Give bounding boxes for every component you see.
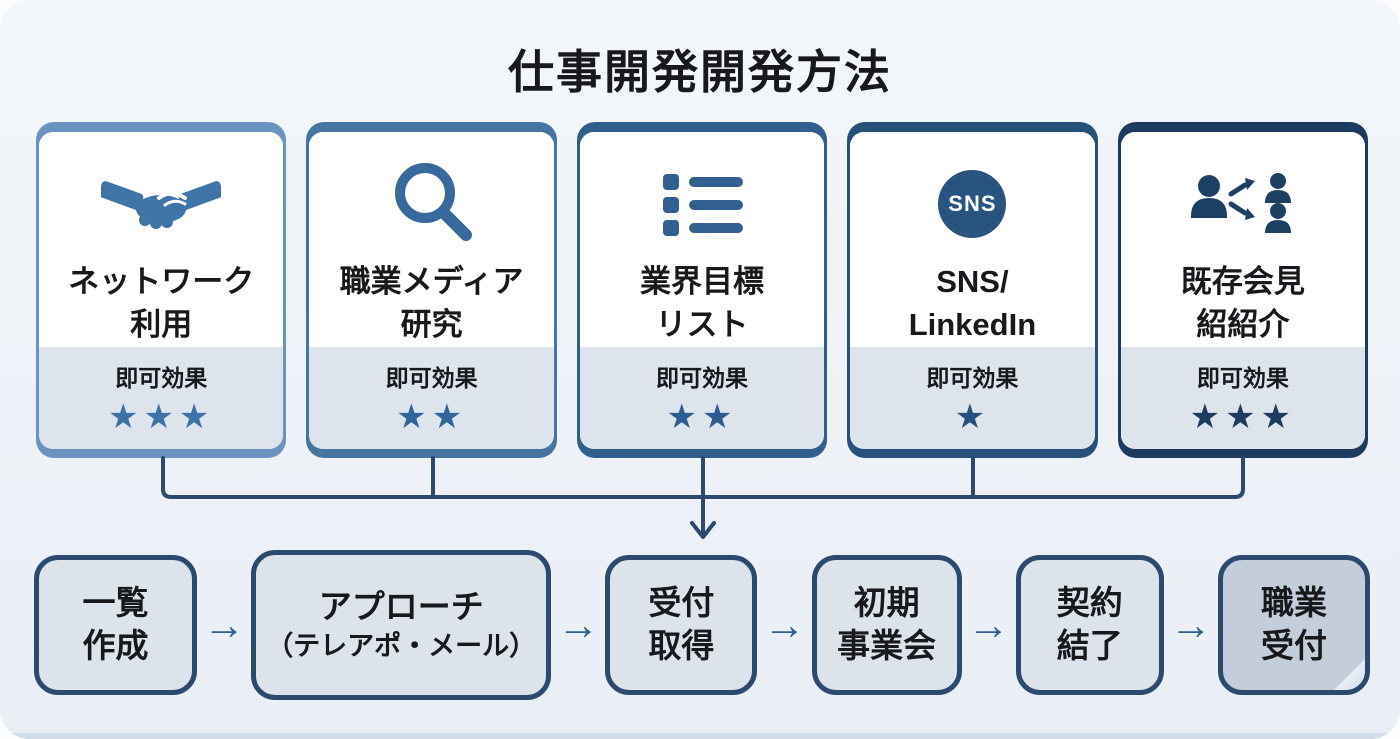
flow-step-job-reception: 職業 受付 bbox=[1217, 555, 1370, 695]
method-card-media-research: 職業メディア 研究 即可効果 ★★ bbox=[306, 122, 557, 458]
handshake-icon bbox=[101, 181, 222, 229]
flow-step-contract: 契約 結了 bbox=[1015, 555, 1164, 695]
page-curl-decoration bbox=[1331, 657, 1365, 690]
card-label-line2: LinkedIn bbox=[908, 307, 1037, 343]
step-label-line1: 初期 bbox=[853, 584, 920, 622]
effect-label: 即可効果 bbox=[1196, 364, 1289, 391]
step-label-line2: 作成 bbox=[82, 627, 149, 664]
step-label-line1: 契約 bbox=[1056, 584, 1123, 622]
flow-arrow-icon: → bbox=[557, 601, 600, 648]
card-effect-section: 即可効果 ★★ bbox=[579, 346, 825, 449]
icon-area bbox=[387, 158, 477, 250]
effect-label: 即可効果 bbox=[926, 364, 1019, 391]
flow-arrow-icon: → bbox=[1169, 601, 1212, 648]
card-label-line2: 研究 bbox=[400, 307, 463, 343]
step-label-line1: 一覧 bbox=[82, 584, 149, 622]
card-label: SNS/ LinkedIn bbox=[909, 260, 1036, 347]
card-label-line1: 業界目標 bbox=[640, 264, 765, 299]
flow-step-reception: 受付 取得 bbox=[605, 555, 758, 695]
star-rating: ★★★ bbox=[107, 397, 215, 436]
card-top: ネットワーク 利用 bbox=[39, 132, 284, 347]
effect-label: 即可効果 bbox=[385, 364, 478, 391]
icon-area bbox=[647, 158, 757, 250]
star-rating: ★★ bbox=[396, 397, 468, 436]
card-label: 既存会見 紹紹介 bbox=[1181, 260, 1305, 347]
effect-label: 即可効果 bbox=[115, 364, 208, 391]
card-effect-section: 即可効果 ★★★ bbox=[1120, 346, 1366, 449]
effect-label: 即可効果 bbox=[656, 364, 749, 391]
page-title: 仕事開発開発方法 bbox=[508, 46, 892, 98]
search-icon bbox=[394, 163, 472, 241]
card-effect-section: 即可効果 ★★★ bbox=[39, 346, 284, 449]
card-label-line2: 紹紹介 bbox=[1196, 307, 1290, 343]
method-card-sns-linkedin: SNS SNS/ LinkedIn 即可効果 ★ bbox=[847, 122, 1098, 458]
card-body: 職業メディア 研究 即可効果 ★★ bbox=[309, 132, 554, 449]
star-rating: ★★★ bbox=[1189, 397, 1297, 436]
step-label-line1: 職業 bbox=[1260, 584, 1327, 622]
referral-icon bbox=[1190, 173, 1291, 233]
card-label-line2: 利用 bbox=[130, 307, 193, 343]
step-label-line2: 結了 bbox=[1056, 627, 1123, 664]
icon-area bbox=[101, 158, 222, 250]
card-top: SNS SNS/ LinkedIn bbox=[850, 132, 1095, 347]
flow-arrow-icon: → bbox=[967, 601, 1010, 648]
flow-step-approach: アプローチ （テレアポ・メール） bbox=[251, 550, 552, 700]
sns-badge-icon: SNS bbox=[938, 170, 1007, 238]
card-effect-section: 即可効果 ★ bbox=[850, 346, 1095, 449]
method-card-target-list: 業界目標 リスト 即可効果 ★★ bbox=[576, 122, 828, 458]
connector-lines bbox=[161, 456, 1245, 539]
card-body: 既存会見 紹紹介 即可効果 ★★★ bbox=[1120, 132, 1366, 449]
down-arrowhead bbox=[690, 521, 716, 539]
card-top: 既存会見 紹紹介 bbox=[1120, 132, 1366, 347]
star-rating: ★ bbox=[954, 397, 991, 436]
method-cards-row: ネットワーク 利用 即可効果 ★★★ bbox=[36, 122, 1369, 458]
step-label-line2: 受付 bbox=[1260, 627, 1327, 664]
card-body: SNS SNS/ LinkedIn 即可効果 ★ bbox=[850, 132, 1095, 449]
list-icon bbox=[663, 174, 744, 236]
card-label: 業界目標 リスト bbox=[640, 260, 764, 347]
method-card-referral: 既存会見 紹紹介 即可効果 ★★★ bbox=[1117, 122, 1369, 458]
step-label-line1: アプローチ bbox=[318, 588, 484, 625]
step-label-line2: 事業会 bbox=[837, 627, 937, 664]
card-label-line2: リスト bbox=[655, 307, 749, 343]
method-card-network: ネットワーク 利用 即可効果 ★★★ bbox=[36, 122, 287, 458]
step-label-line2: 取得 bbox=[648, 627, 715, 664]
card-label: 職業メディア 研究 bbox=[340, 260, 524, 347]
card-label-line1: 既存会見 bbox=[1180, 264, 1305, 299]
icon-area bbox=[1183, 158, 1303, 250]
card-label: ネットワーク 利用 bbox=[68, 260, 254, 347]
card-effect-section: 即可効果 ★★ bbox=[309, 346, 554, 449]
step-label-line1: 受付 bbox=[648, 584, 715, 622]
card-top: 職業メディア 研究 bbox=[309, 132, 554, 347]
flow-arrow-icon: → bbox=[203, 601, 246, 648]
star-rating: ★★ bbox=[666, 397, 738, 436]
flow-step-initial-meeting: 初期 事業会 bbox=[811, 555, 962, 695]
process-flow-row: 一覧 作成 → アプローチ （テレアポ・メール） → 受付 取得 → 初期 事業… bbox=[34, 549, 1370, 701]
flow-step-list-creation: 一覧 作成 bbox=[34, 555, 197, 695]
card-label-line1: SNS/ bbox=[936, 264, 1009, 299]
card-body: 業界目標 リスト 即可効果 ★★ bbox=[579, 132, 825, 449]
card-label-line1: 職業メディア bbox=[339, 264, 524, 299]
icon-area: SNS bbox=[938, 158, 1007, 250]
flow-arrow-icon: → bbox=[763, 601, 806, 648]
card-label-line1: ネットワーク bbox=[68, 264, 255, 299]
card-top: 業界目標 リスト bbox=[579, 132, 825, 347]
step-label-line2: （テレアポ・メール） bbox=[266, 630, 537, 661]
card-body: ネットワーク 利用 即可効果 ★★★ bbox=[39, 132, 284, 449]
